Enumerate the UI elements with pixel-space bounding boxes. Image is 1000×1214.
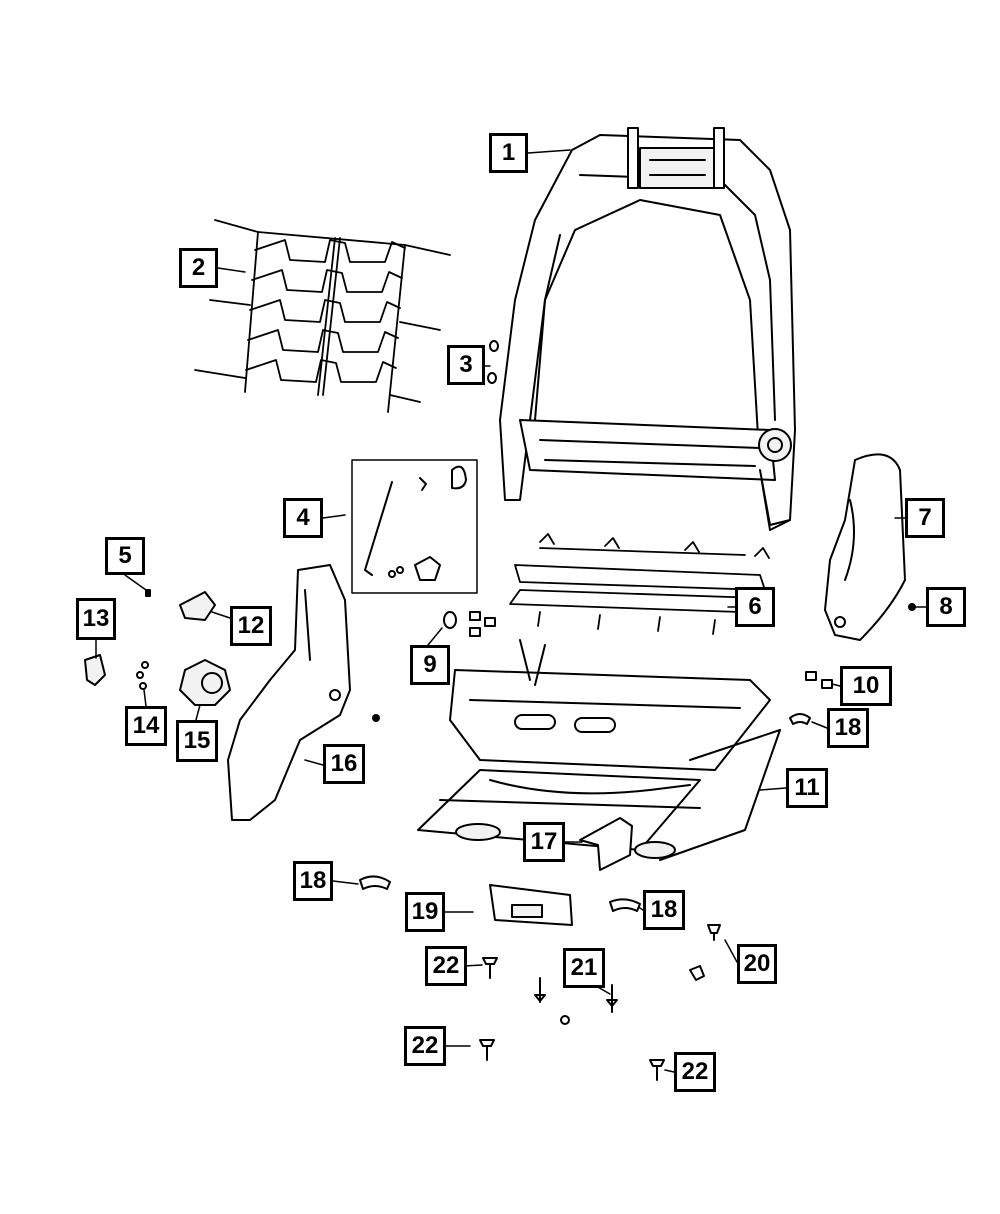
pin: [534, 977, 618, 1025]
callout-18-b: 18: [293, 861, 333, 901]
bolt: [689, 924, 721, 981]
callout-10: 10: [840, 666, 892, 706]
nut-pair: [487, 340, 499, 384]
screw: [145, 589, 151, 597]
callout-13: 13: [76, 598, 116, 640]
bolt-pair: [805, 671, 833, 689]
callout-1: 1: [489, 133, 528, 173]
callout-11: 11: [786, 768, 828, 808]
callout-12: 12: [230, 606, 272, 646]
callout-2: 2: [179, 248, 218, 288]
seat-cushion-frame: [417, 639, 781, 861]
callout-3: 3: [447, 345, 485, 385]
side-shield-right: [824, 453, 906, 641]
callout-5: 5: [105, 537, 145, 575]
recliner-adjuster: [179, 659, 231, 706]
cable-kit: [351, 459, 478, 594]
screw-set: [136, 661, 149, 690]
callout-22-c: 22: [674, 1052, 716, 1092]
callout-21: 21: [563, 948, 605, 988]
callout-9: 9: [410, 645, 450, 685]
leader-lines: [95, 149, 927, 1073]
callout-15: 15: [176, 720, 218, 762]
callout-8: 8: [926, 587, 966, 627]
mount-plate: [489, 884, 573, 926]
callout-22-b: 22: [404, 1026, 446, 1066]
callout-6: 6: [735, 587, 775, 627]
bolt-set: [469, 611, 496, 637]
callout-14: 14: [125, 706, 167, 746]
clip: [372, 714, 380, 722]
spring-mat: [194, 219, 451, 413]
push-pin: [908, 603, 916, 611]
callout-18-a: 18: [827, 708, 869, 748]
callout-4: 4: [283, 498, 323, 538]
bracket: [579, 817, 633, 871]
side-shield-left: [227, 564, 351, 821]
retaining-ring: [443, 611, 457, 629]
seat-back-frame: [499, 127, 796, 531]
cushion-suspension: [509, 533, 770, 635]
callout-20: 20: [737, 944, 777, 984]
callout-16: 16: [323, 744, 365, 784]
callout-7: 7: [905, 498, 945, 538]
cable-clip: [359, 713, 811, 912]
release-handle: [179, 591, 216, 621]
callout-22-a: 22: [425, 946, 467, 986]
knob: [84, 654, 106, 686]
callout-17: 17: [523, 822, 565, 862]
callout-19: 19: [405, 892, 445, 932]
bolt: [479, 957, 665, 1081]
callout-18-c: 18: [643, 890, 685, 930]
